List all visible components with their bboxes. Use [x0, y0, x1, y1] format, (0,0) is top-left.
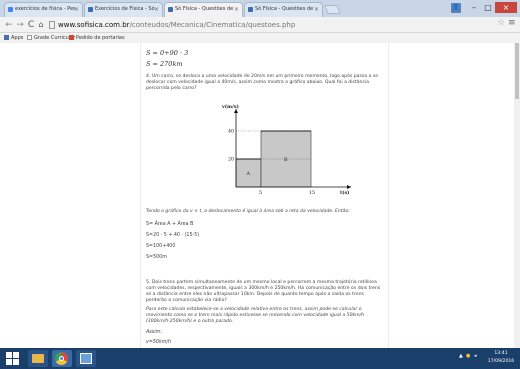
- file-explorer-icon[interactable]: [28, 350, 48, 367]
- user-profile-icon[interactable]: 👤: [451, 3, 461, 13]
- chart-svg: A B 20 40 5 15 v(m/s) t(s): [221, 103, 351, 196]
- close-window-icon[interactable]: ×: [495, 2, 517, 13]
- url-host: www.sofisica.com.br: [58, 21, 130, 29]
- question-5-answer: Para este cálculo estabelece-se a veloci…: [146, 307, 365, 324]
- browser-toolbar: ← → C ⌂ www.sofisica.com.br/conteudos/Me…: [0, 17, 520, 33]
- question-5: 5. Dois trens partem simultaneamente de …: [146, 280, 381, 303]
- sofisica-favicon-icon: [248, 7, 253, 12]
- close-tab-icon[interactable]: ×: [153, 6, 159, 13]
- forward-icon[interactable]: →: [16, 20, 24, 30]
- tab-label: Exercícios de Física - Só: [95, 6, 155, 12]
- windows-taskbar: ▲ ● ◂ 13:41 17/09/2016: [0, 348, 520, 369]
- y-tick-label: 20: [228, 157, 234, 163]
- tab-questoes-active[interactable]: Só Física - Questões de ×: [164, 2, 243, 17]
- tray-volume-icon[interactable]: ◂: [474, 353, 477, 359]
- bookmark-label: Apps: [11, 35, 24, 41]
- document-icon: [27, 35, 32, 40]
- menu-icon[interactable]: ≡: [508, 18, 516, 28]
- windows-start-icon[interactable]: [6, 352, 19, 365]
- clock-time: 13:41: [494, 351, 508, 356]
- back-icon[interactable]: ←: [5, 20, 13, 30]
- close-tab-icon[interactable]: ×: [73, 6, 79, 13]
- bookmark-grade-curricular[interactable]: Grade Curricular: [27, 33, 75, 43]
- tab-pesquisa[interactable]: exercícios de física - Pesq ×: [4, 2, 83, 17]
- solution-step-4: S=500m: [146, 255, 167, 260]
- bookmarks-bar: Apps Grade Curricular Pedido de portaria…: [0, 33, 520, 43]
- solution-step-1: S= Área A + Área B: [146, 222, 194, 227]
- tab-label: exercícios de física - Pesq: [15, 6, 75, 12]
- chrome-icon[interactable]: [52, 350, 72, 367]
- solution-step-3: S=100+400: [146, 244, 176, 249]
- x-tick-label: 15: [309, 190, 315, 196]
- tray-notification-icon[interactable]: ▲: [459, 353, 463, 359]
- close-tab-icon[interactable]: ×: [233, 6, 239, 13]
- page-scrollbar[interactable]: [514, 43, 520, 348]
- region-label-a: A: [246, 171, 251, 177]
- tab-questoes-2[interactable]: Só Física - Questões de ×: [244, 2, 323, 17]
- scrollbar-thumb[interactable]: [515, 43, 519, 99]
- maximize-icon[interactable]: □: [484, 3, 492, 12]
- tab-strip: exercícios de física - Pesq × Exercícios…: [0, 0, 520, 17]
- question-4: 4. Um carro, se desloca a uma velocidade…: [146, 74, 379, 91]
- bookmark-pedido-portarias[interactable]: Pedido de portarias: [69, 33, 125, 43]
- tray-network-icon[interactable]: ●: [466, 353, 471, 359]
- region-a: [235, 158, 262, 188]
- gmail-icon: [69, 35, 74, 40]
- system-clock[interactable]: 13:41 17/09/2016: [485, 350, 517, 366]
- page-icon: [49, 21, 55, 29]
- google-favicon-icon: [8, 7, 13, 12]
- bookmark-star-icon[interactable]: ☆: [497, 18, 506, 28]
- equation-1: S = 0+90 · 3: [146, 49, 189, 57]
- bookmark-label: Pedido de portarias: [76, 35, 125, 41]
- region-label-b: B: [284, 157, 288, 163]
- assim-label: Assim:: [146, 330, 162, 335]
- solution-step-2: S=20 · 5 + 40 · (15-5): [146, 233, 200, 238]
- address-bar[interactable]: www.sofisica.com.br/conteudos/Mecanica/C…: [48, 19, 502, 31]
- url-path: /conteudos/Mecanica/Cinematica/questoes.…: [129, 21, 296, 29]
- answer-intro: Tendo o gráfico da v × t, o deslocamento…: [146, 209, 350, 214]
- clock-date: 17/09/2016: [487, 359, 515, 364]
- equation-2: S = 270km: [146, 60, 183, 68]
- close-tab-icon[interactable]: ×: [313, 6, 319, 13]
- page-viewport: S = 0+90 · 3 S = 270km 4. Um carro, se d…: [0, 43, 520, 348]
- minimize-icon[interactable]: –: [472, 3, 476, 12]
- tab-label: Só Física - Questões de: [255, 6, 314, 12]
- x-axis-label: t(s): [340, 189, 349, 196]
- tab-exercicios[interactable]: Exercícios de Física - Só ×: [84, 2, 163, 17]
- article-content: S = 0+90 · 3 S = 270km 4. Um carro, se d…: [140, 43, 389, 348]
- y-tick-label: 40: [228, 129, 234, 135]
- x-tick-label: 5: [259, 190, 262, 196]
- velocity-time-chart: A B 20 40 5 15 v(m/s) t(s): [196, 103, 366, 196]
- bookmark-apps[interactable]: Apps: [4, 33, 23, 43]
- tab-label: Só Física - Questões de: [175, 6, 234, 12]
- velocity-equation: v=50km/h: [146, 340, 172, 345]
- y-axis-arrow: [234, 109, 238, 113]
- home-icon[interactable]: ⌂: [38, 20, 44, 29]
- reload-icon[interactable]: C: [27, 20, 35, 30]
- x-axis-arrow: [347, 185, 351, 189]
- y-axis-label: v(m/s): [221, 103, 239, 110]
- sofisica-favicon-icon: [168, 7, 173, 12]
- new-tab-button[interactable]: [324, 5, 341, 14]
- apps-grid-icon: [4, 35, 9, 40]
- bookmark-label: Grade Curricular: [34, 35, 76, 41]
- sofisica-favicon-icon: [88, 7, 93, 12]
- paint-icon[interactable]: [76, 350, 96, 367]
